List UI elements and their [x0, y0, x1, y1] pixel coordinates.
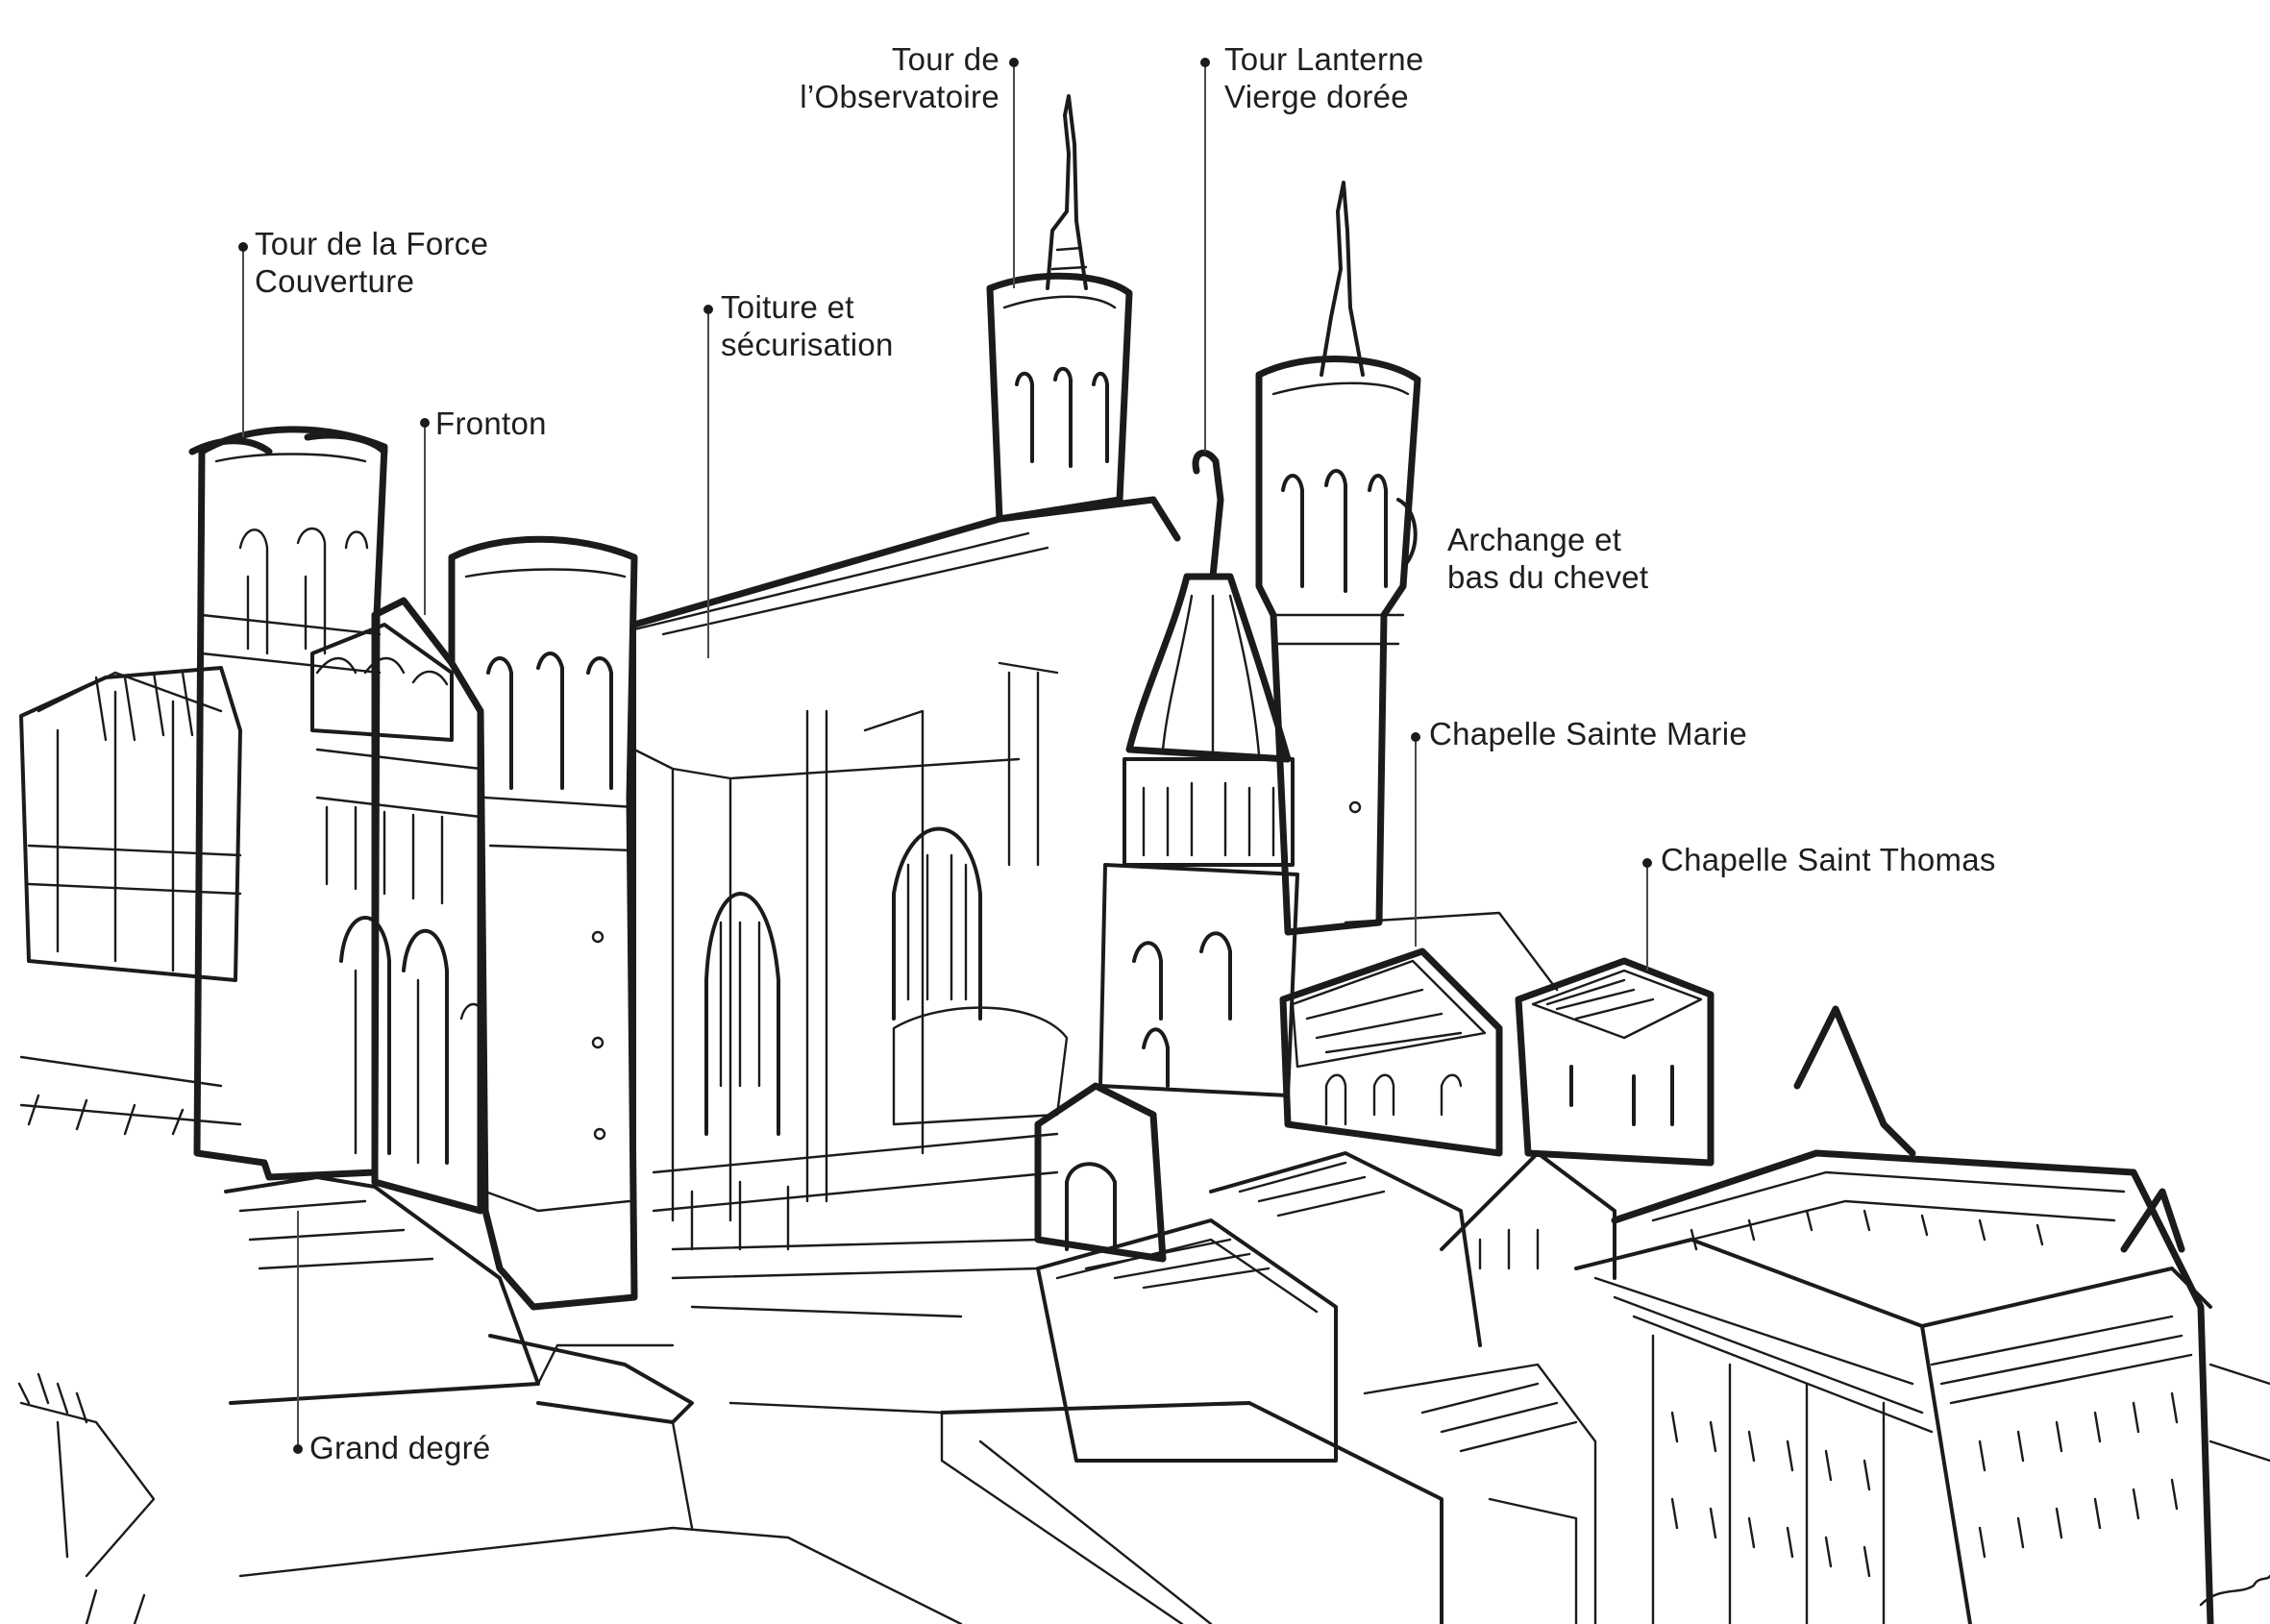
lower-buildings [940, 1151, 1616, 1624]
label-line: bas du chevet [1447, 559, 1649, 595]
label-fronton: Fronton [435, 405, 547, 442]
ground-terrace [224, 1175, 1040, 1624]
label-line: Toiture et [721, 289, 854, 325]
label-line: Fronton [435, 406, 547, 441]
label-archange: Archange et bas du chevet [1447, 521, 1648, 596]
label-tour-observatoire: Tour de l’Observatoire [750, 40, 999, 115]
facade [310, 597, 487, 1215]
label-line: Archange et [1447, 522, 1622, 557]
nave [630, 496, 1181, 1251]
label-chapelle-marie: Chapelle Sainte Marie [1429, 715, 1747, 752]
tour-de-la-force [188, 426, 388, 1181]
label-line: Chapelle Saint Thomas [1661, 842, 1996, 877]
left-buildings [17, 666, 242, 1624]
label-line: Couverture [255, 263, 415, 299]
tour-lanterne [1034, 449, 1299, 1263]
label-line: Vierge dorée [1224, 79, 1409, 114]
tour-archange [1255, 181, 1421, 936]
label-chapelle-thomas: Chapelle Saint Thomas [1661, 841, 1996, 878]
label-line: l’Observatoire [800, 79, 999, 114]
tour-observatoire [986, 94, 1133, 523]
label-line: Tour de [891, 41, 999, 77]
label-line: Tour Lanterne [1224, 41, 1424, 77]
label-tour-lanterne: Tour Lanterne Vierge dorée [1224, 40, 1424, 115]
chapelle-sainte-marie [1279, 911, 1559, 1157]
right-seminary [1574, 1005, 2270, 1624]
chapelle-saint-thomas [1515, 957, 1715, 1167]
label-grand-degre: Grand degré [309, 1429, 491, 1466]
label-line: Chapelle Sainte Marie [1429, 716, 1747, 751]
label-toiture: Toiture et sécurisation [721, 288, 894, 363]
label-line: sécurisation [721, 327, 894, 362]
front-tower-right [448, 535, 638, 1311]
leader-lines [238, 58, 1652, 1454]
label-line: Tour de la Force [255, 226, 489, 261]
label-line: Grand degré [309, 1430, 491, 1465]
label-tour-force: Tour de la Force Couverture [255, 225, 488, 300]
